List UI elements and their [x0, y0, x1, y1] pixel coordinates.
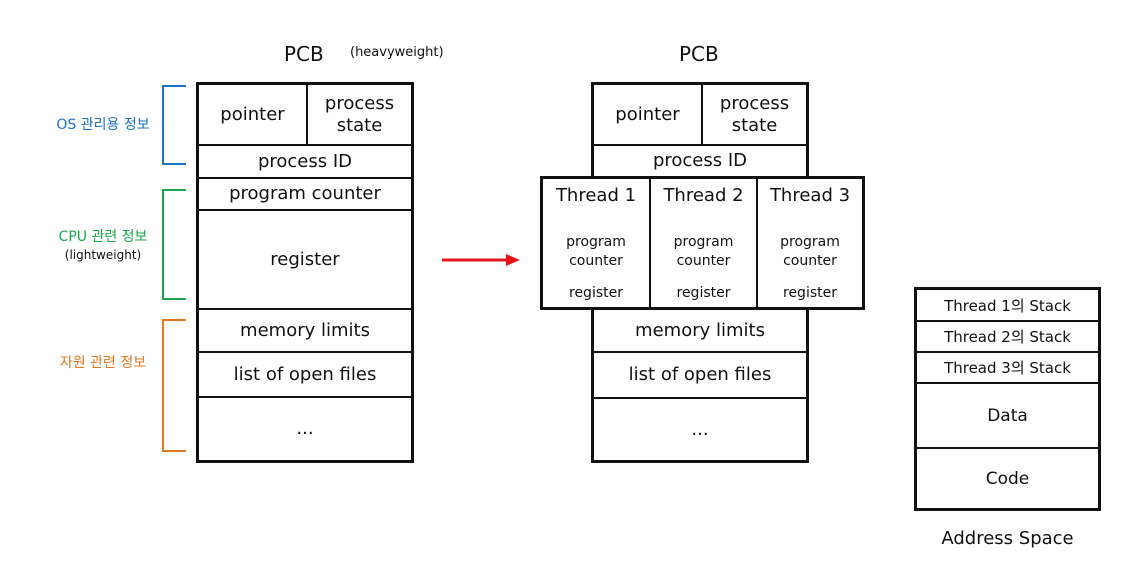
divider	[199, 177, 411, 179]
process-id-cell: process ID	[257, 150, 353, 172]
divider	[199, 396, 411, 398]
thread-1-program-counter: program counter	[566, 234, 626, 269]
left-pcb-subtitle: (heavyweight)	[350, 45, 444, 60]
memory-limits-cell: memory limits	[635, 319, 765, 341]
address-space-title: Address Space	[941, 528, 1074, 549]
os-brace	[162, 85, 186, 165]
address-space-box: Thread 1의 Stack Thread 2의 Stack Thread 3…	[914, 287, 1101, 511]
thread-3-program-counter: program counter	[780, 234, 840, 269]
resource-brace-label: 자원 관련 정보	[59, 355, 147, 371]
thread-2-column: Thread 2 program counter register	[651, 179, 756, 307]
process-state-cell: process state	[719, 92, 790, 136]
right-pcb-bottom-box: memory limits list of open files ...	[591, 307, 809, 463]
thread-2-program-counter: program counter	[673, 234, 734, 269]
open-files-cell: list of open files	[628, 364, 772, 385]
thread-3-title: Thread 3	[769, 185, 851, 206]
divider	[917, 320, 1098, 322]
right-pcb-top-box: pointer process state process ID	[591, 82, 809, 179]
thread-2-register: register	[676, 285, 731, 301]
thread-1-title: Thread 1	[555, 185, 637, 206]
divider	[306, 85, 308, 145]
data-segment: Data	[987, 405, 1028, 426]
transition-arrow	[442, 254, 520, 266]
left-pcb-title: PCB	[284, 42, 324, 66]
process-id-cell: process ID	[652, 150, 748, 171]
divider	[199, 144, 411, 146]
resource-brace	[162, 319, 186, 452]
divider	[594, 351, 806, 353]
thread-2-title: Thread 2	[663, 185, 744, 206]
right-pcb-title: PCB	[679, 42, 719, 66]
program-counter-cell: program counter	[229, 183, 381, 204]
thread-3-column: Thread 3 program counter register	[758, 179, 862, 307]
thread-3-stack: Thread 3의 Stack	[944, 359, 1071, 377]
pointer-cell: pointer	[615, 103, 680, 125]
divider	[701, 85, 703, 145]
os-brace-label: OS 관리용 정보	[56, 117, 150, 133]
divider	[199, 308, 411, 310]
divider	[917, 447, 1098, 449]
divider	[917, 351, 1098, 353]
threads-box: Thread 1 program counter register Thread…	[540, 176, 865, 310]
divider	[756, 179, 758, 307]
ellipsis-cell: ...	[691, 418, 709, 440]
divider	[199, 351, 411, 353]
divider	[649, 179, 651, 307]
cpu-brace-label-text: CPU 관련 정보	[58, 229, 148, 245]
pointer-cell: pointer	[220, 103, 285, 125]
memory-limits-cell: memory limits	[240, 319, 370, 341]
thread-1-column: Thread 1 program counter register	[543, 179, 649, 307]
cpu-brace-sublabel: (lightweight)	[64, 248, 142, 262]
divider	[594, 144, 806, 146]
thread-2-stack: Thread 2의 Stack	[944, 328, 1071, 346]
divider	[199, 209, 411, 211]
thread-1-stack: Thread 1의 Stack	[944, 296, 1071, 315]
open-files-cell: list of open files	[233, 363, 377, 385]
code-segment: Code	[985, 468, 1030, 489]
thread-3-register: register	[783, 285, 837, 301]
process-state-cell: process state	[324, 92, 395, 136]
cpu-brace-label: CPU 관련 정보 (lightweight)	[28, 228, 178, 264]
divider	[917, 382, 1098, 384]
arrow-head	[506, 254, 520, 266]
left-pcb-box: pointer process state process ID program…	[196, 82, 414, 463]
divider	[594, 397, 806, 399]
thread-1-register: register	[569, 285, 623, 301]
cpu-brace	[162, 189, 186, 300]
ellipsis-cell: ...	[296, 418, 314, 439]
register-cell: register	[270, 248, 340, 270]
